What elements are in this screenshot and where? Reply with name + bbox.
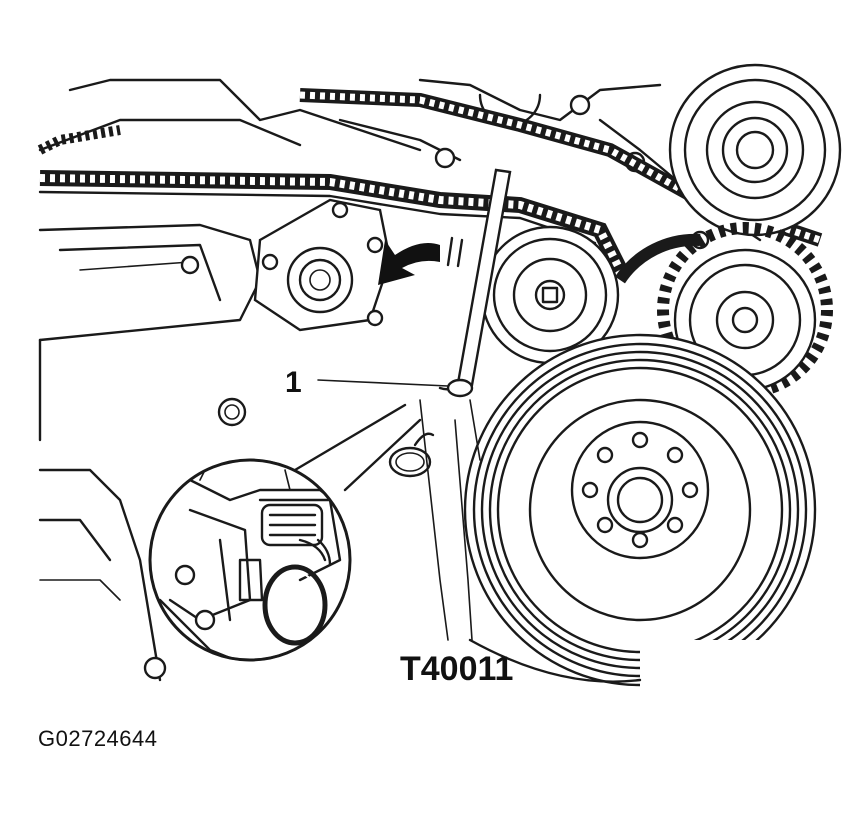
tensioner-assembly bbox=[253, 198, 392, 332]
retaining-clip bbox=[388, 432, 435, 478]
engine-block-outline bbox=[38, 78, 762, 682]
tool-label: T40011 bbox=[400, 650, 513, 688]
direction-arrow-icon bbox=[378, 236, 464, 285]
magnifier-leader bbox=[293, 403, 422, 492]
pulley-bolts bbox=[581, 431, 699, 549]
callout-1-leader bbox=[317, 379, 449, 387]
figure-id: G02724644 bbox=[38, 726, 158, 751]
callout-1: 1 bbox=[285, 366, 302, 399]
idler-pulley bbox=[480, 225, 620, 365]
locking-pin-tool bbox=[438, 168, 512, 398]
magnified-detail bbox=[148, 458, 352, 662]
tool-leader-lines bbox=[419, 399, 481, 641]
upper-right-pulley bbox=[668, 63, 842, 237]
crankshaft-pulley bbox=[463, 333, 817, 687]
